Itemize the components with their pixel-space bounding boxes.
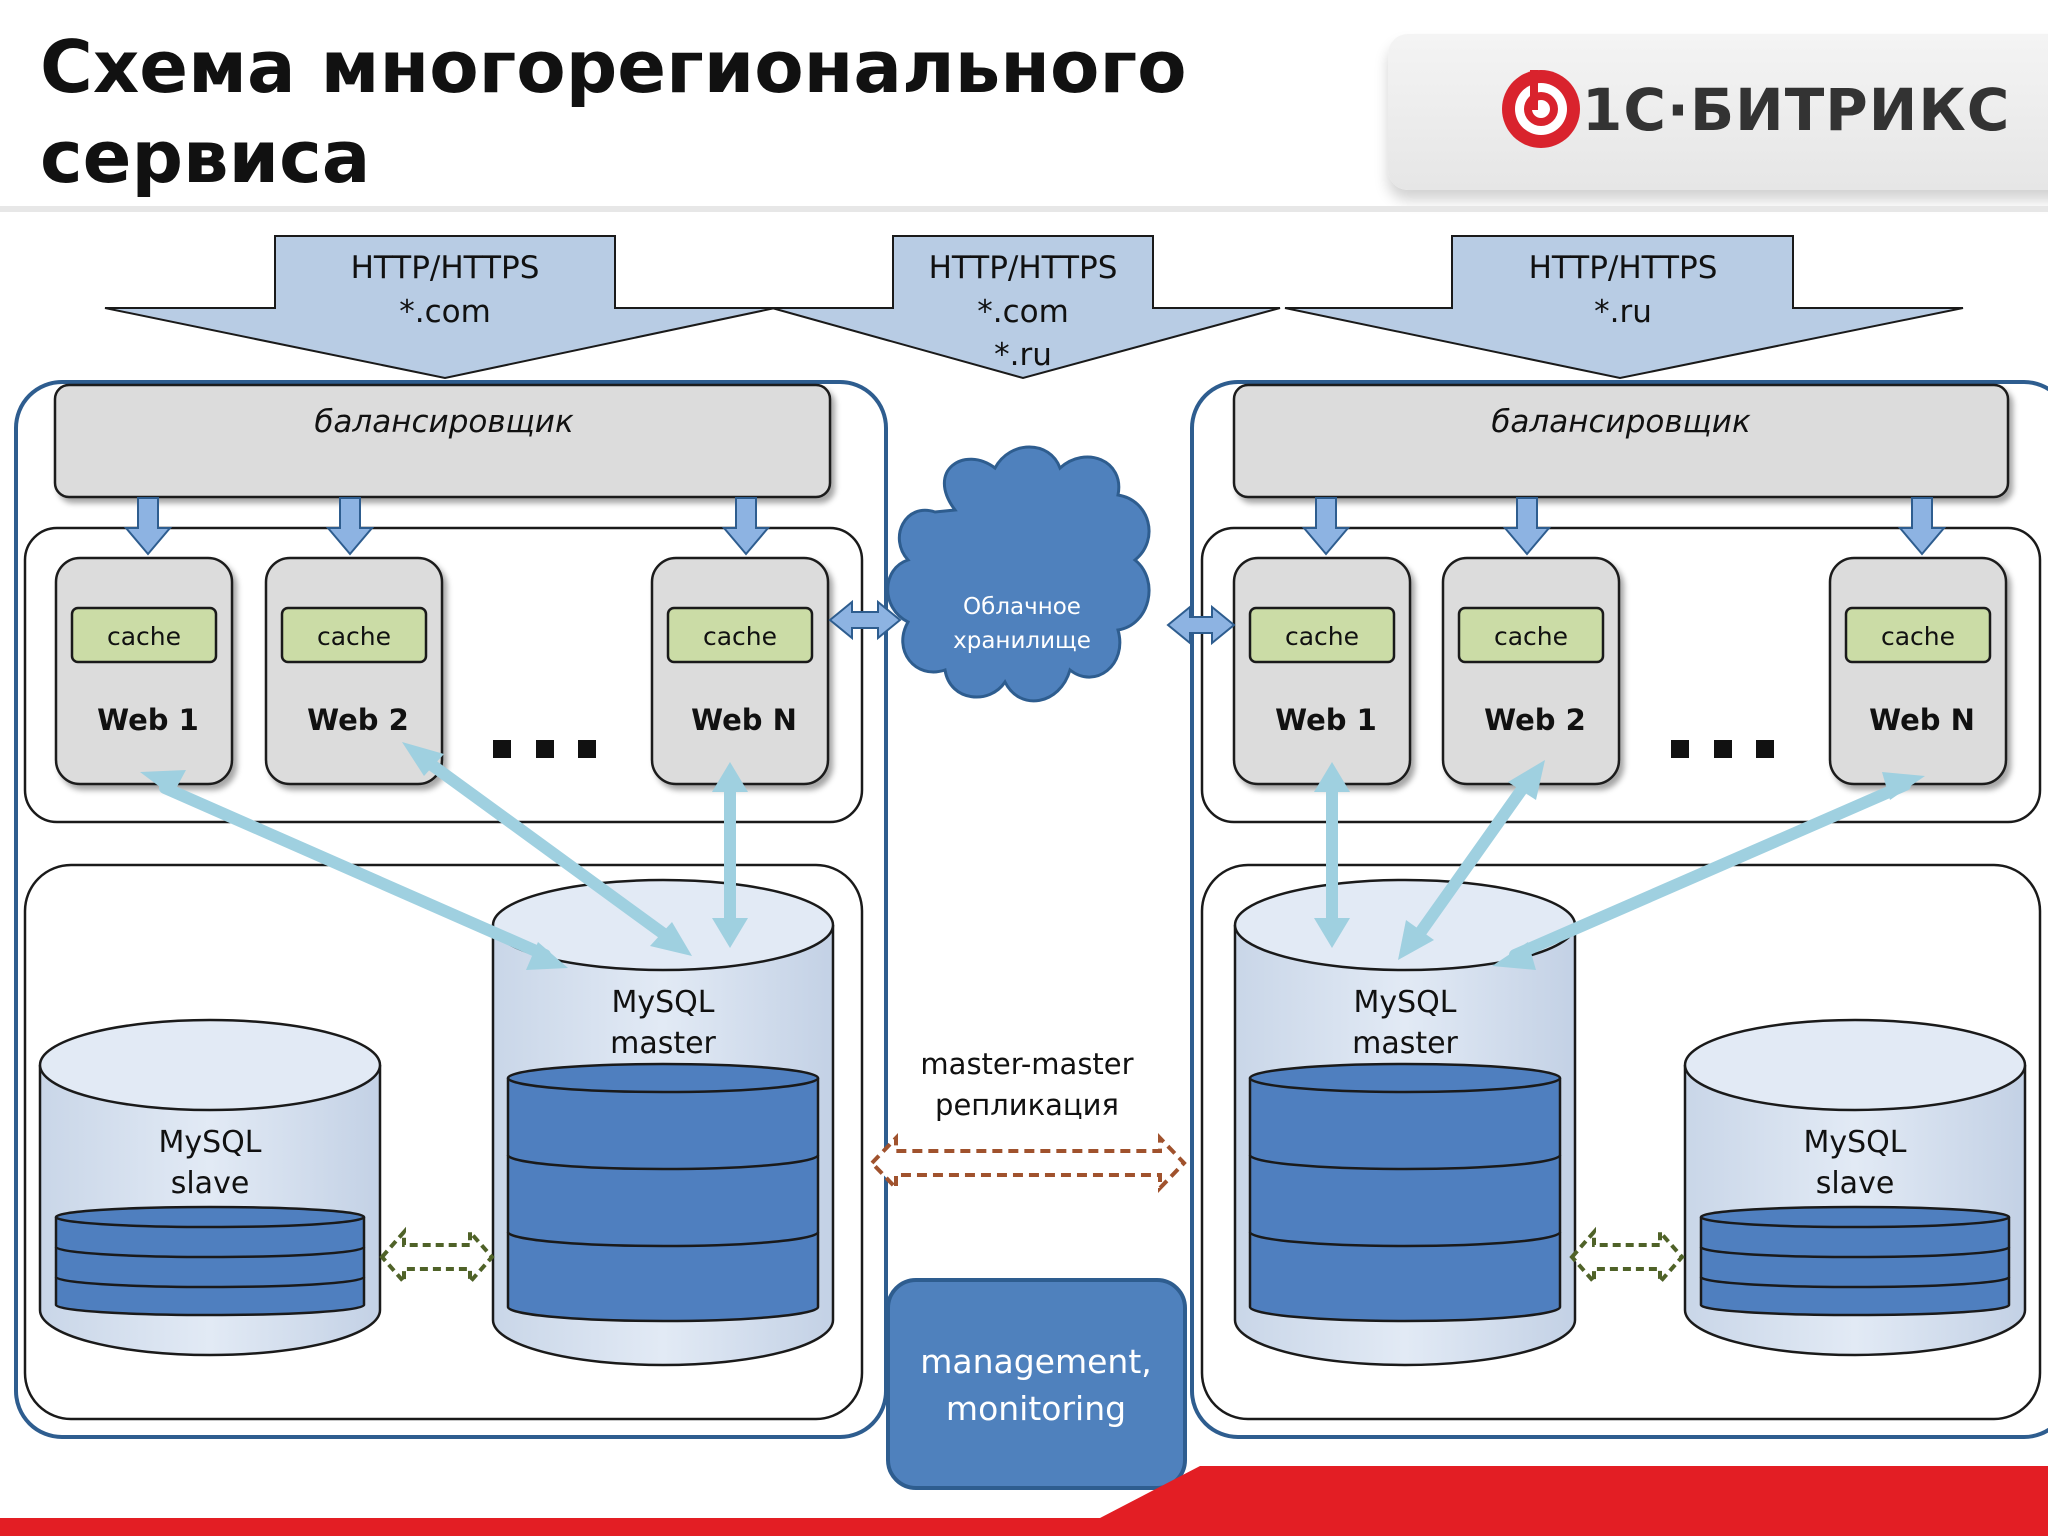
mysql-slave-right: MySQL slave (1683, 1018, 2027, 1357)
cloud-label-2: хранилище (953, 628, 1091, 654)
cache-box (70, 606, 218, 664)
mysql-master-left: MySQL master (491, 878, 835, 1367)
balancer-left (53, 383, 832, 499)
web-server-right-n: cache Web N (1828, 556, 2008, 786)
replication-label-1: master-master (920, 1047, 1133, 1081)
slave-label-2: slave (1816, 1166, 1895, 1201)
balancer-to-web2-left-arrow (325, 497, 375, 556)
traffic-arrow-center (771, 235, 1281, 380)
logo-panel (1388, 34, 2048, 190)
balancer-to-web1-left-arrow (123, 497, 173, 556)
cache-box (1457, 606, 1605, 664)
balancer-right-label: балансировщик (1491, 404, 1751, 440)
title-line-1: Схема многорегионального (40, 25, 1187, 109)
web-server-left-1: cache Web 1 (54, 556, 234, 786)
cache-label: cache (703, 622, 777, 651)
header-divider (0, 206, 2048, 212)
mysql-slave-left: MySQL slave (38, 1018, 382, 1357)
balancer-to-web2-right-arrow (1502, 497, 1552, 556)
master-label-2: master (1352, 1026, 1458, 1061)
page-title: Схема многорегионального сервиса (40, 22, 1340, 202)
balancer-to-webn-right-arrow (1897, 497, 1947, 556)
master-label-2: master (610, 1026, 716, 1061)
cache-box (1844, 606, 1992, 664)
cloud-link-right-arrow (1166, 604, 1236, 646)
web-db-arrowheads-left (140, 742, 748, 970)
slave-label-2: slave (171, 1166, 250, 1201)
footer-band (0, 1466, 2048, 1536)
balancer-to-webn-left-arrow (721, 497, 771, 556)
slave-replication-arrow-right (1569, 1226, 1685, 1288)
ellipsis-left (493, 740, 596, 758)
traffic-left-domain: *.com (399, 294, 491, 330)
web-label: Web 1 (97, 703, 199, 737)
cache-box (666, 606, 814, 664)
master-label-1: MySQL (611, 985, 714, 1020)
web-server-left-2: cache Web 2 (264, 556, 444, 786)
web-server-right-2: cache Web 2 (1441, 556, 1621, 786)
web-label: Web N (1869, 703, 1975, 737)
balancer-to-web1-right-arrow (1301, 497, 1351, 556)
traffic-left-protocol: HTTP/HTTPS (351, 250, 540, 286)
web-db-links-left (159, 754, 736, 961)
balancer-left-label: балансировщик (314, 404, 574, 440)
slave-replication-arrow-left (379, 1226, 495, 1288)
cloud-link-left-arrow (828, 599, 902, 641)
traffic-arrow-right (1284, 235, 1964, 380)
management-label-2: monitoring (946, 1389, 1126, 1428)
web-label: Web 2 (1484, 703, 1586, 737)
cache-label: cache (1494, 622, 1568, 651)
management-label-1: management, (920, 1342, 1152, 1381)
web-label: Web 2 (307, 703, 409, 737)
traffic-center-domain-ru: *.ru (994, 337, 1052, 373)
cache-label: cache (1285, 622, 1359, 651)
master-master-replication-arrow (869, 1133, 1187, 1193)
bitrix-logo-icon (1502, 70, 1580, 148)
traffic-right-domain: *.ru (1594, 294, 1652, 330)
traffic-right-protocol: HTTP/HTTPS (1529, 250, 1718, 286)
balancer-right (1232, 383, 2010, 499)
web-db-arrowheads-right (1314, 760, 1925, 970)
cloud-label-1: Облачное (963, 594, 1081, 620)
replication-label-2: репликация (935, 1088, 1119, 1122)
cache-label: cache (317, 622, 391, 651)
ellipsis-right (1671, 740, 1774, 758)
cache-box (1248, 606, 1396, 664)
mysql-master-right: MySQL master (1233, 878, 1577, 1367)
management-box (886, 1278, 1187, 1490)
web-server-right-1: cache Web 1 (1232, 556, 1412, 786)
master-label-1: MySQL (1353, 985, 1456, 1020)
cache-box (280, 606, 428, 664)
traffic-center-protocol: HTTP/HTTPS (929, 250, 1118, 286)
slave-label-1: MySQL (158, 1125, 261, 1160)
logo-text: 1С·БИТРИКС (1582, 76, 2011, 144)
traffic-center-domain-com: *.com (977, 294, 1069, 330)
traffic-arrow-left (104, 235, 776, 380)
cloud-storage: Облачное хранилище (886, 445, 1151, 703)
web-db-links-right (1326, 774, 1911, 961)
slave-label-1: MySQL (1803, 1125, 1906, 1160)
web-label: Web 1 (1275, 703, 1377, 737)
web-label: Web N (691, 703, 797, 737)
cache-label: cache (107, 622, 181, 651)
title-line-2: сервиса (40, 115, 371, 199)
cache-label: cache (1881, 622, 1955, 651)
web-server-left-n: cache Web N (650, 556, 830, 786)
